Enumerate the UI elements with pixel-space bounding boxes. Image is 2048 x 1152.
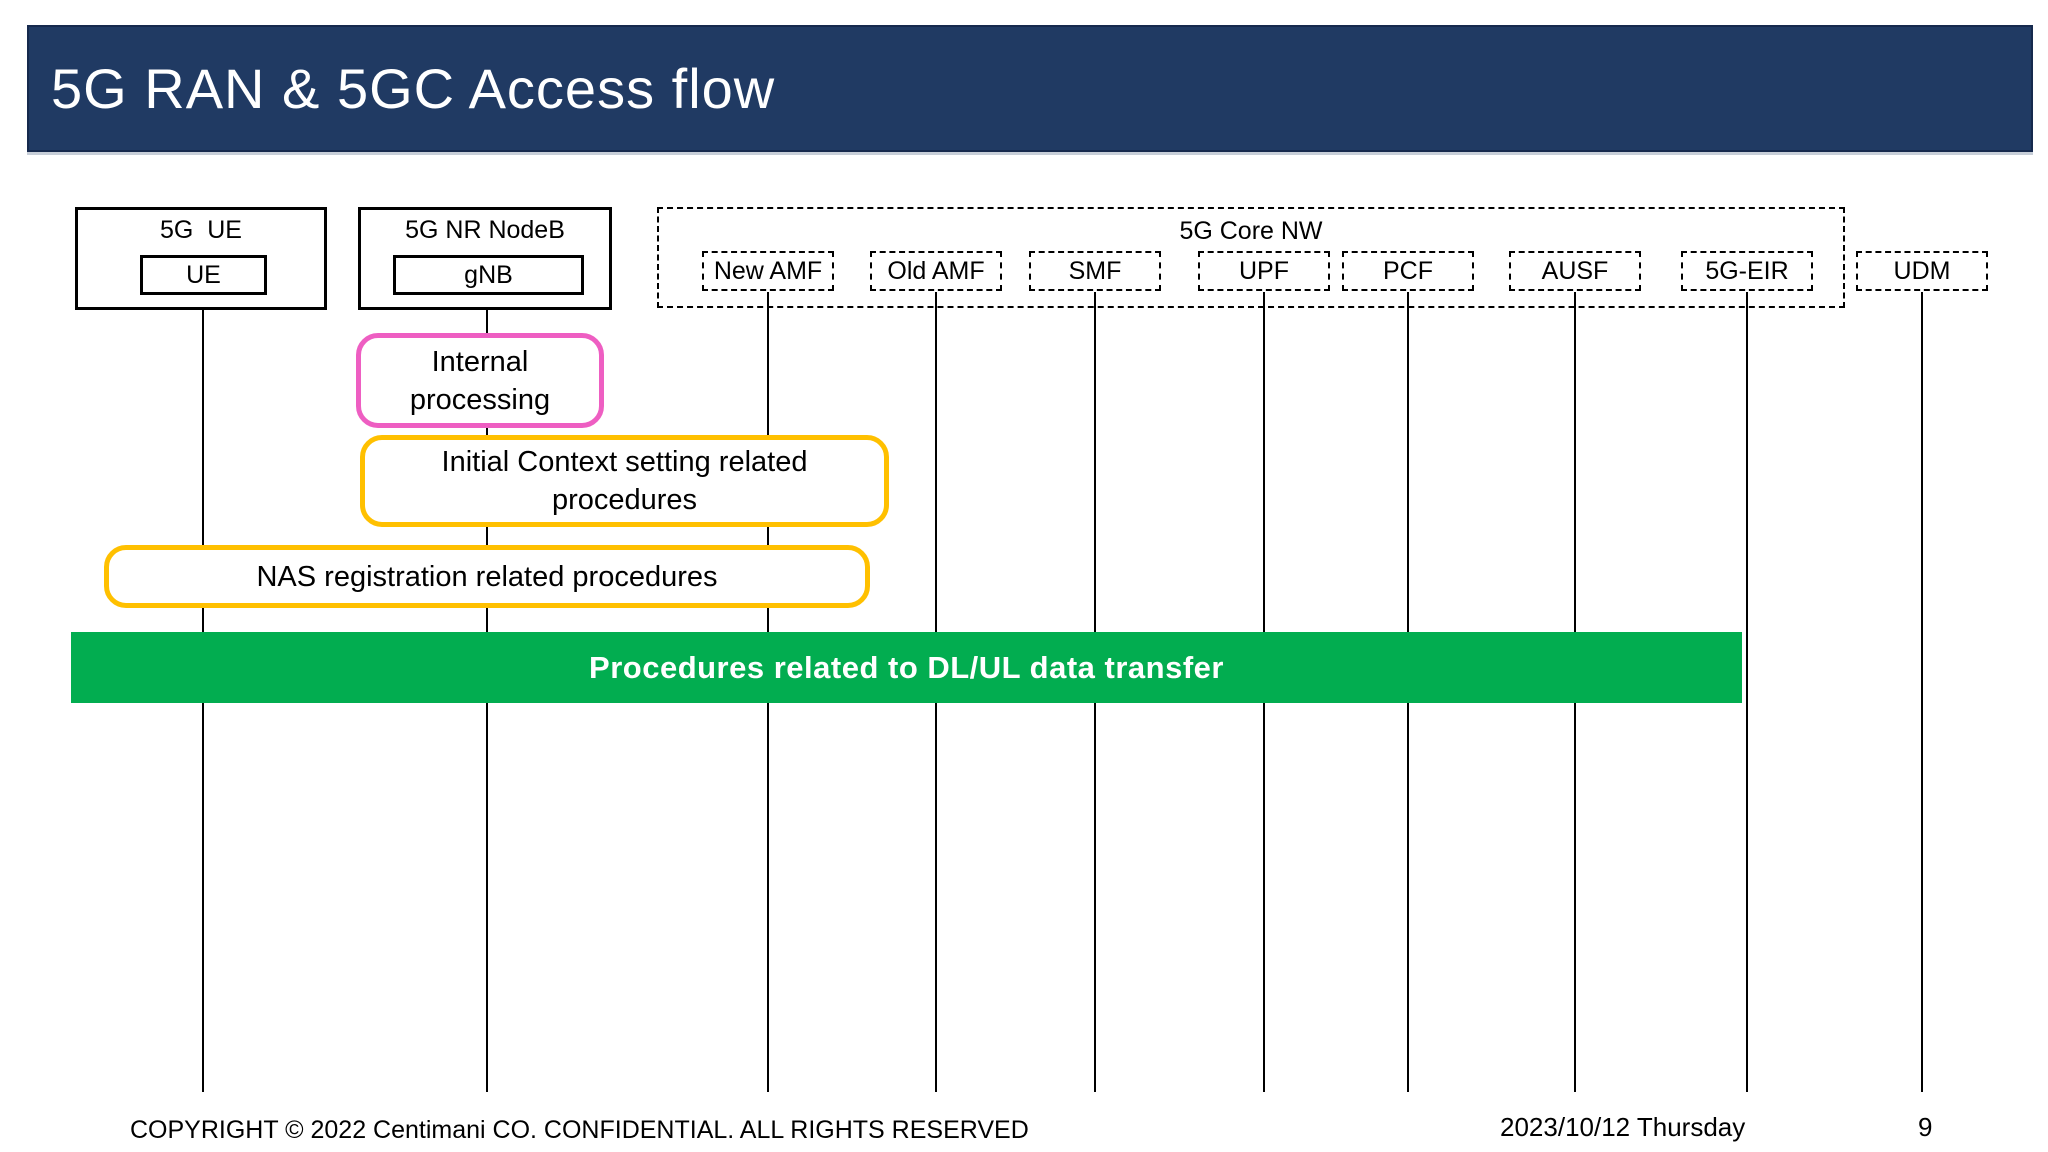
- group-label-5g-nr-nodeb: 5G NR NodeB: [405, 216, 565, 244]
- group-box-5g-core-nw: 5G Core NW: [657, 207, 1845, 308]
- page-title: 5G RAN & 5GC Access flow: [51, 57, 776, 120]
- lifeline-5g-eir: [1746, 292, 1748, 1092]
- annotation-nas-registration: NAS registration related procedures: [104, 545, 870, 608]
- annotation-dl-ul-data-transfer-label: Procedures related to DL/UL data transfe…: [589, 649, 1224, 685]
- annotation-initial-context-label: Initial Context setting related procedur…: [441, 446, 808, 516]
- node-box-old-amf: Old AMF: [870, 251, 1002, 291]
- annotation-internal-processing: Internal processing: [356, 333, 604, 428]
- node-box-smf: SMF: [1029, 251, 1161, 291]
- footer-date: 2023/10/12 Thursday: [1500, 1112, 1746, 1142]
- group-label-5g-ue: 5G UE: [160, 216, 242, 244]
- annotation-internal-processing-label: Internal processing: [409, 345, 551, 416]
- footer-copyright: COPYRIGHT © 2022 Centimani CO. CONFIDENT…: [130, 1116, 1029, 1144]
- node-box-new-amf: New AMF: [702, 251, 834, 291]
- node-box-5g-eir: 5G-EIR: [1681, 251, 1813, 291]
- node-box-udm: UDM: [1856, 251, 1988, 291]
- node-box-upf: UPF: [1198, 251, 1330, 291]
- node-box-gnb: gNB: [393, 255, 584, 295]
- lifeline-udm: [1921, 292, 1923, 1092]
- title-bar: 5G RAN & 5GC Access flow: [27, 25, 2033, 152]
- node-box-ausf: AUSF: [1509, 251, 1641, 291]
- node-box-pcf: PCF: [1342, 251, 1474, 291]
- annotation-initial-context: Initial Context setting related procedur…: [360, 435, 889, 527]
- annotation-nas-registration-label: NAS registration related procedures: [256, 560, 718, 593]
- node-box-ue: UE: [140, 255, 267, 295]
- group-label-5g-core-nw: 5G Core NW: [1179, 217, 1323, 245]
- footer-page-number: 9: [1918, 1112, 1933, 1142]
- annotation-dl-ul-data-transfer: Procedures related to DL/UL data transfe…: [71, 632, 1742, 703]
